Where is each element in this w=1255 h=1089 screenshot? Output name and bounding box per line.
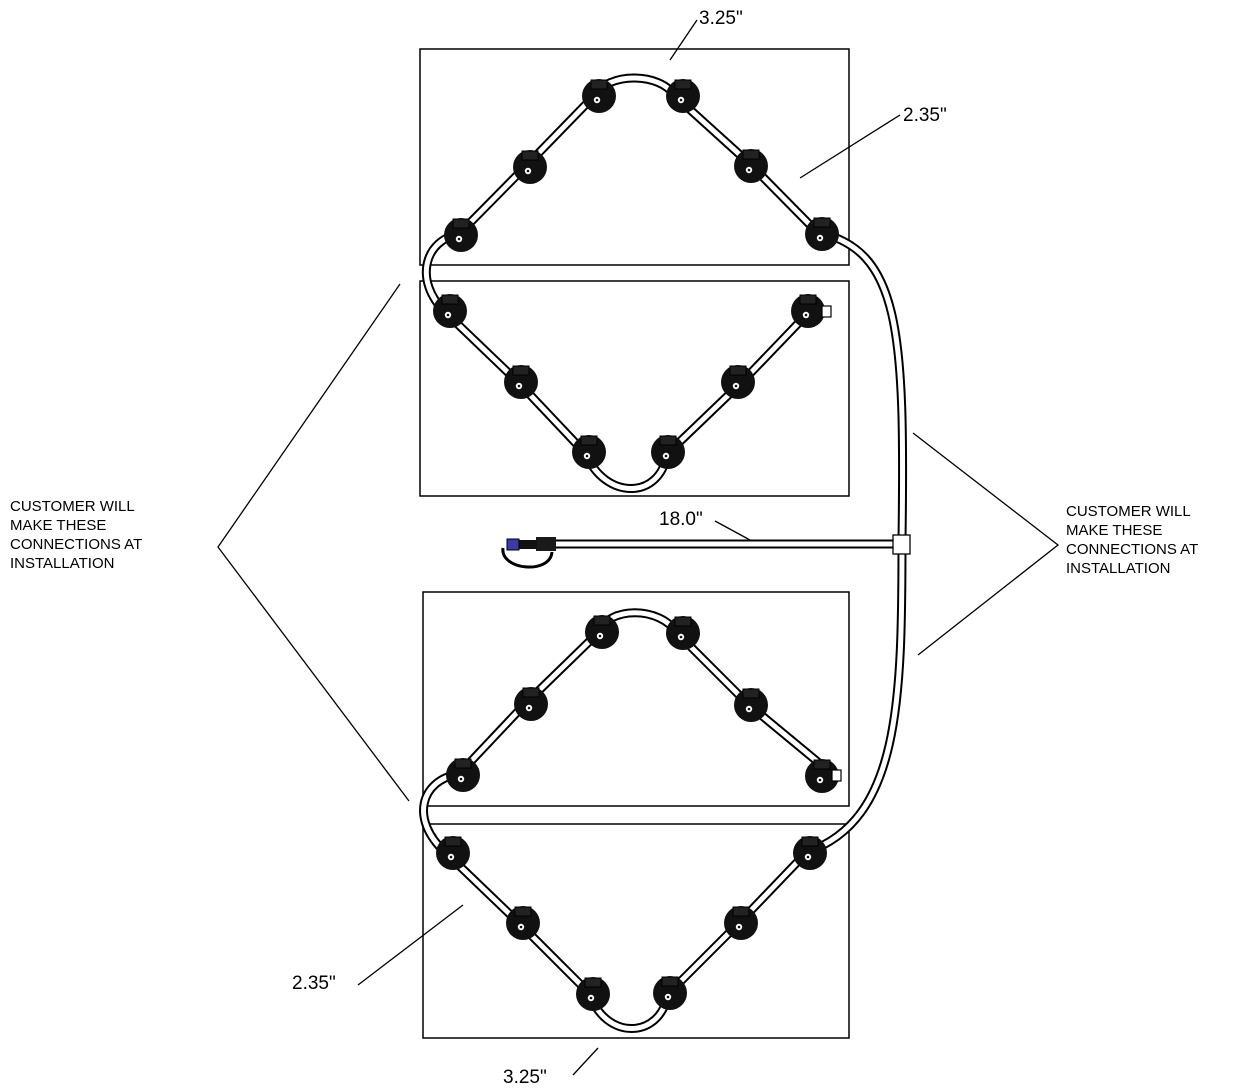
dim-top-side: 2.35": [903, 105, 947, 126]
panel-3: [422, 591, 850, 807]
panel-1: [419, 48, 850, 266]
supply-valve: [501, 537, 556, 569]
dim-hose-length: 18.0": [659, 509, 703, 530]
tubing: [419, 73, 908, 1033]
installation-note-left: CUSTOMER WILL MAKE THESE CONNECTIONS AT …: [10, 498, 143, 572]
dim-bottom-side: 2.35": [292, 973, 336, 994]
leader-lines: [217, 19, 1060, 1076]
tee-fitting: [892, 534, 911, 555]
panel-4: [422, 823, 850, 1039]
panel-2: [419, 280, 850, 497]
dim-bottom-arc: 3.25": [503, 1067, 547, 1088]
end-caps: [821, 305, 842, 782]
installation-note-right: CUSTOMER WILL MAKE THESE CONNECTIONS AT …: [1066, 503, 1199, 577]
dim-top-arc: 3.25": [699, 8, 743, 29]
